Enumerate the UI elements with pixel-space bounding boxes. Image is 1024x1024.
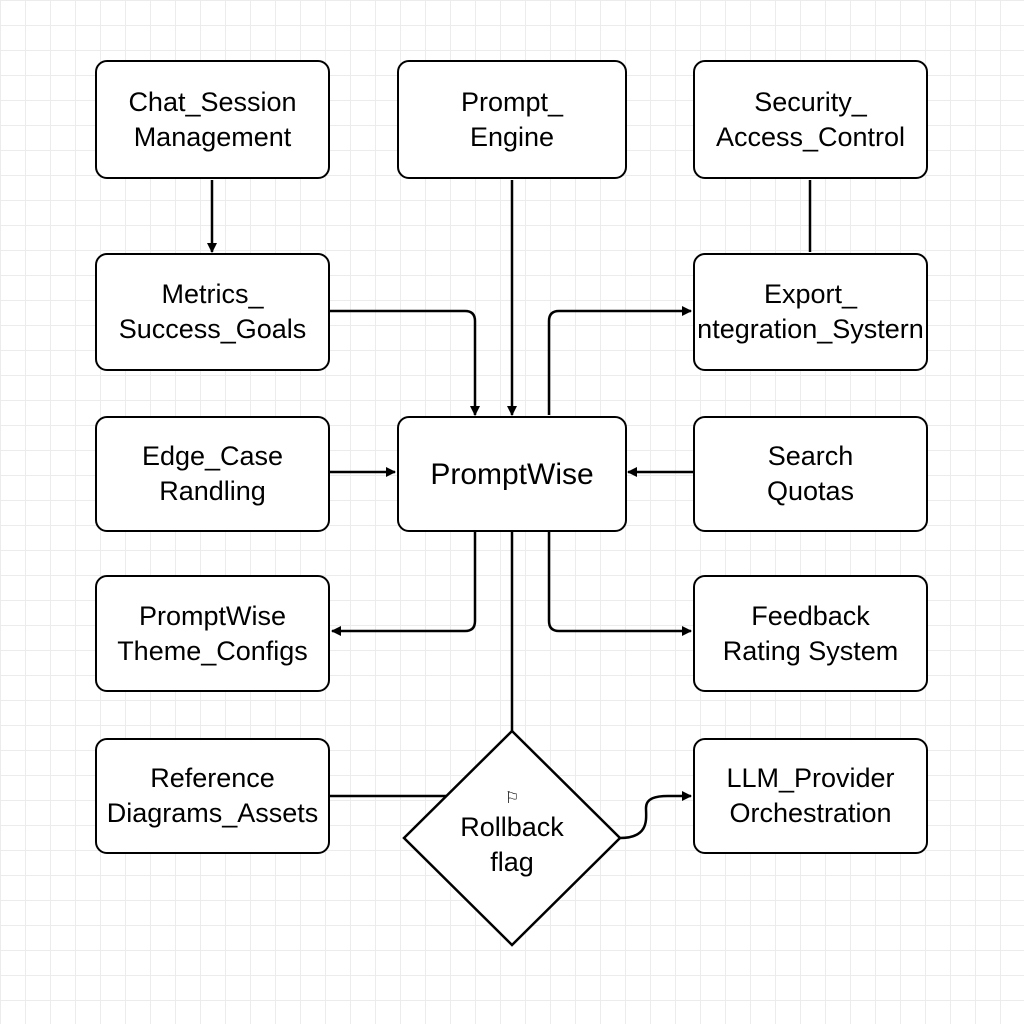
node-label-line2: Randling xyxy=(159,476,266,506)
node-label-line2: Rating System xyxy=(722,635,899,666)
node-label-line1: LLM_Provider xyxy=(726,763,895,793)
node-label-line1: Prompt_ xyxy=(460,86,564,117)
node-edge-case-handling[interactable]: Edge_Case Randling xyxy=(95,416,330,532)
node-search-quotas[interactable]: Search Quotas xyxy=(693,416,928,532)
node-label-line2: Success_Goals xyxy=(118,314,307,344)
node-prompt-engine[interactable]: Prompt_ Engine xyxy=(397,60,627,179)
rollback-decision-diamond xyxy=(402,729,622,947)
node-label-line2: Theme_Configs xyxy=(117,635,308,666)
node-label-line1: Export_ xyxy=(763,279,858,309)
edge-center-to-export xyxy=(547,306,692,415)
node-export-integration-system[interactable]: Export_ ntegration_Systern xyxy=(693,253,928,371)
node-llm-provider-orchestration[interactable]: LLM_Provider Orchestration xyxy=(693,738,928,854)
node-label-line2: ntegration_Systern xyxy=(697,314,924,344)
node-reference-diagrams-assets[interactable]: Reference Diagrams_Assets xyxy=(95,738,330,854)
node-security-access-control[interactable]: Security_ Access_Control xyxy=(693,60,928,179)
node-label-line1: Chat_Session xyxy=(128,86,297,117)
edge-metrics-to-center xyxy=(330,309,480,416)
node-label-line2: Management xyxy=(133,121,292,152)
node-promptwise-center[interactable]: PromptWise xyxy=(397,416,627,532)
edge-center-to-feedback xyxy=(547,532,692,636)
node-promptwise-theme-configs[interactable]: PromptWise Theme_Configs xyxy=(95,575,330,692)
node-label-line2: Quotas xyxy=(766,476,855,506)
node-label-line1: Reference xyxy=(150,763,275,793)
node-label-line1: Security_ xyxy=(754,86,867,117)
node-label-line1: Metrics_ xyxy=(161,279,264,309)
node-label-line2: Diagrams_Assets xyxy=(106,798,319,828)
node-label-line1: PromptWise xyxy=(138,600,287,631)
node-label: PromptWise xyxy=(430,457,594,491)
node-label-line2: flag xyxy=(490,847,534,877)
node-feedback-rating-system[interactable]: Feedback Rating System xyxy=(693,575,928,692)
node-label-line1: Search xyxy=(767,441,854,471)
node-label-line2: Orchestration xyxy=(729,798,892,828)
node-label-line1: Rollback xyxy=(460,812,564,842)
edge-rollback-to-llm xyxy=(619,791,692,840)
node-label-line1: Feedback xyxy=(751,600,870,631)
node-label-line2: Engine xyxy=(469,121,555,152)
flag-icon: ⚐ xyxy=(504,790,520,807)
node-chat-session-management[interactable]: Chat_Session Management xyxy=(95,60,330,179)
node-label-line2: Access_Control xyxy=(715,121,906,152)
edge-center-to-theme xyxy=(331,532,477,636)
node-label-line1: Edge_Case xyxy=(141,441,284,471)
node-metrics-success-goals[interactable]: Metrics_ Success_Goals xyxy=(95,253,330,371)
node-rollback-flag[interactable]: ⚐ Rollback flag xyxy=(420,775,604,895)
